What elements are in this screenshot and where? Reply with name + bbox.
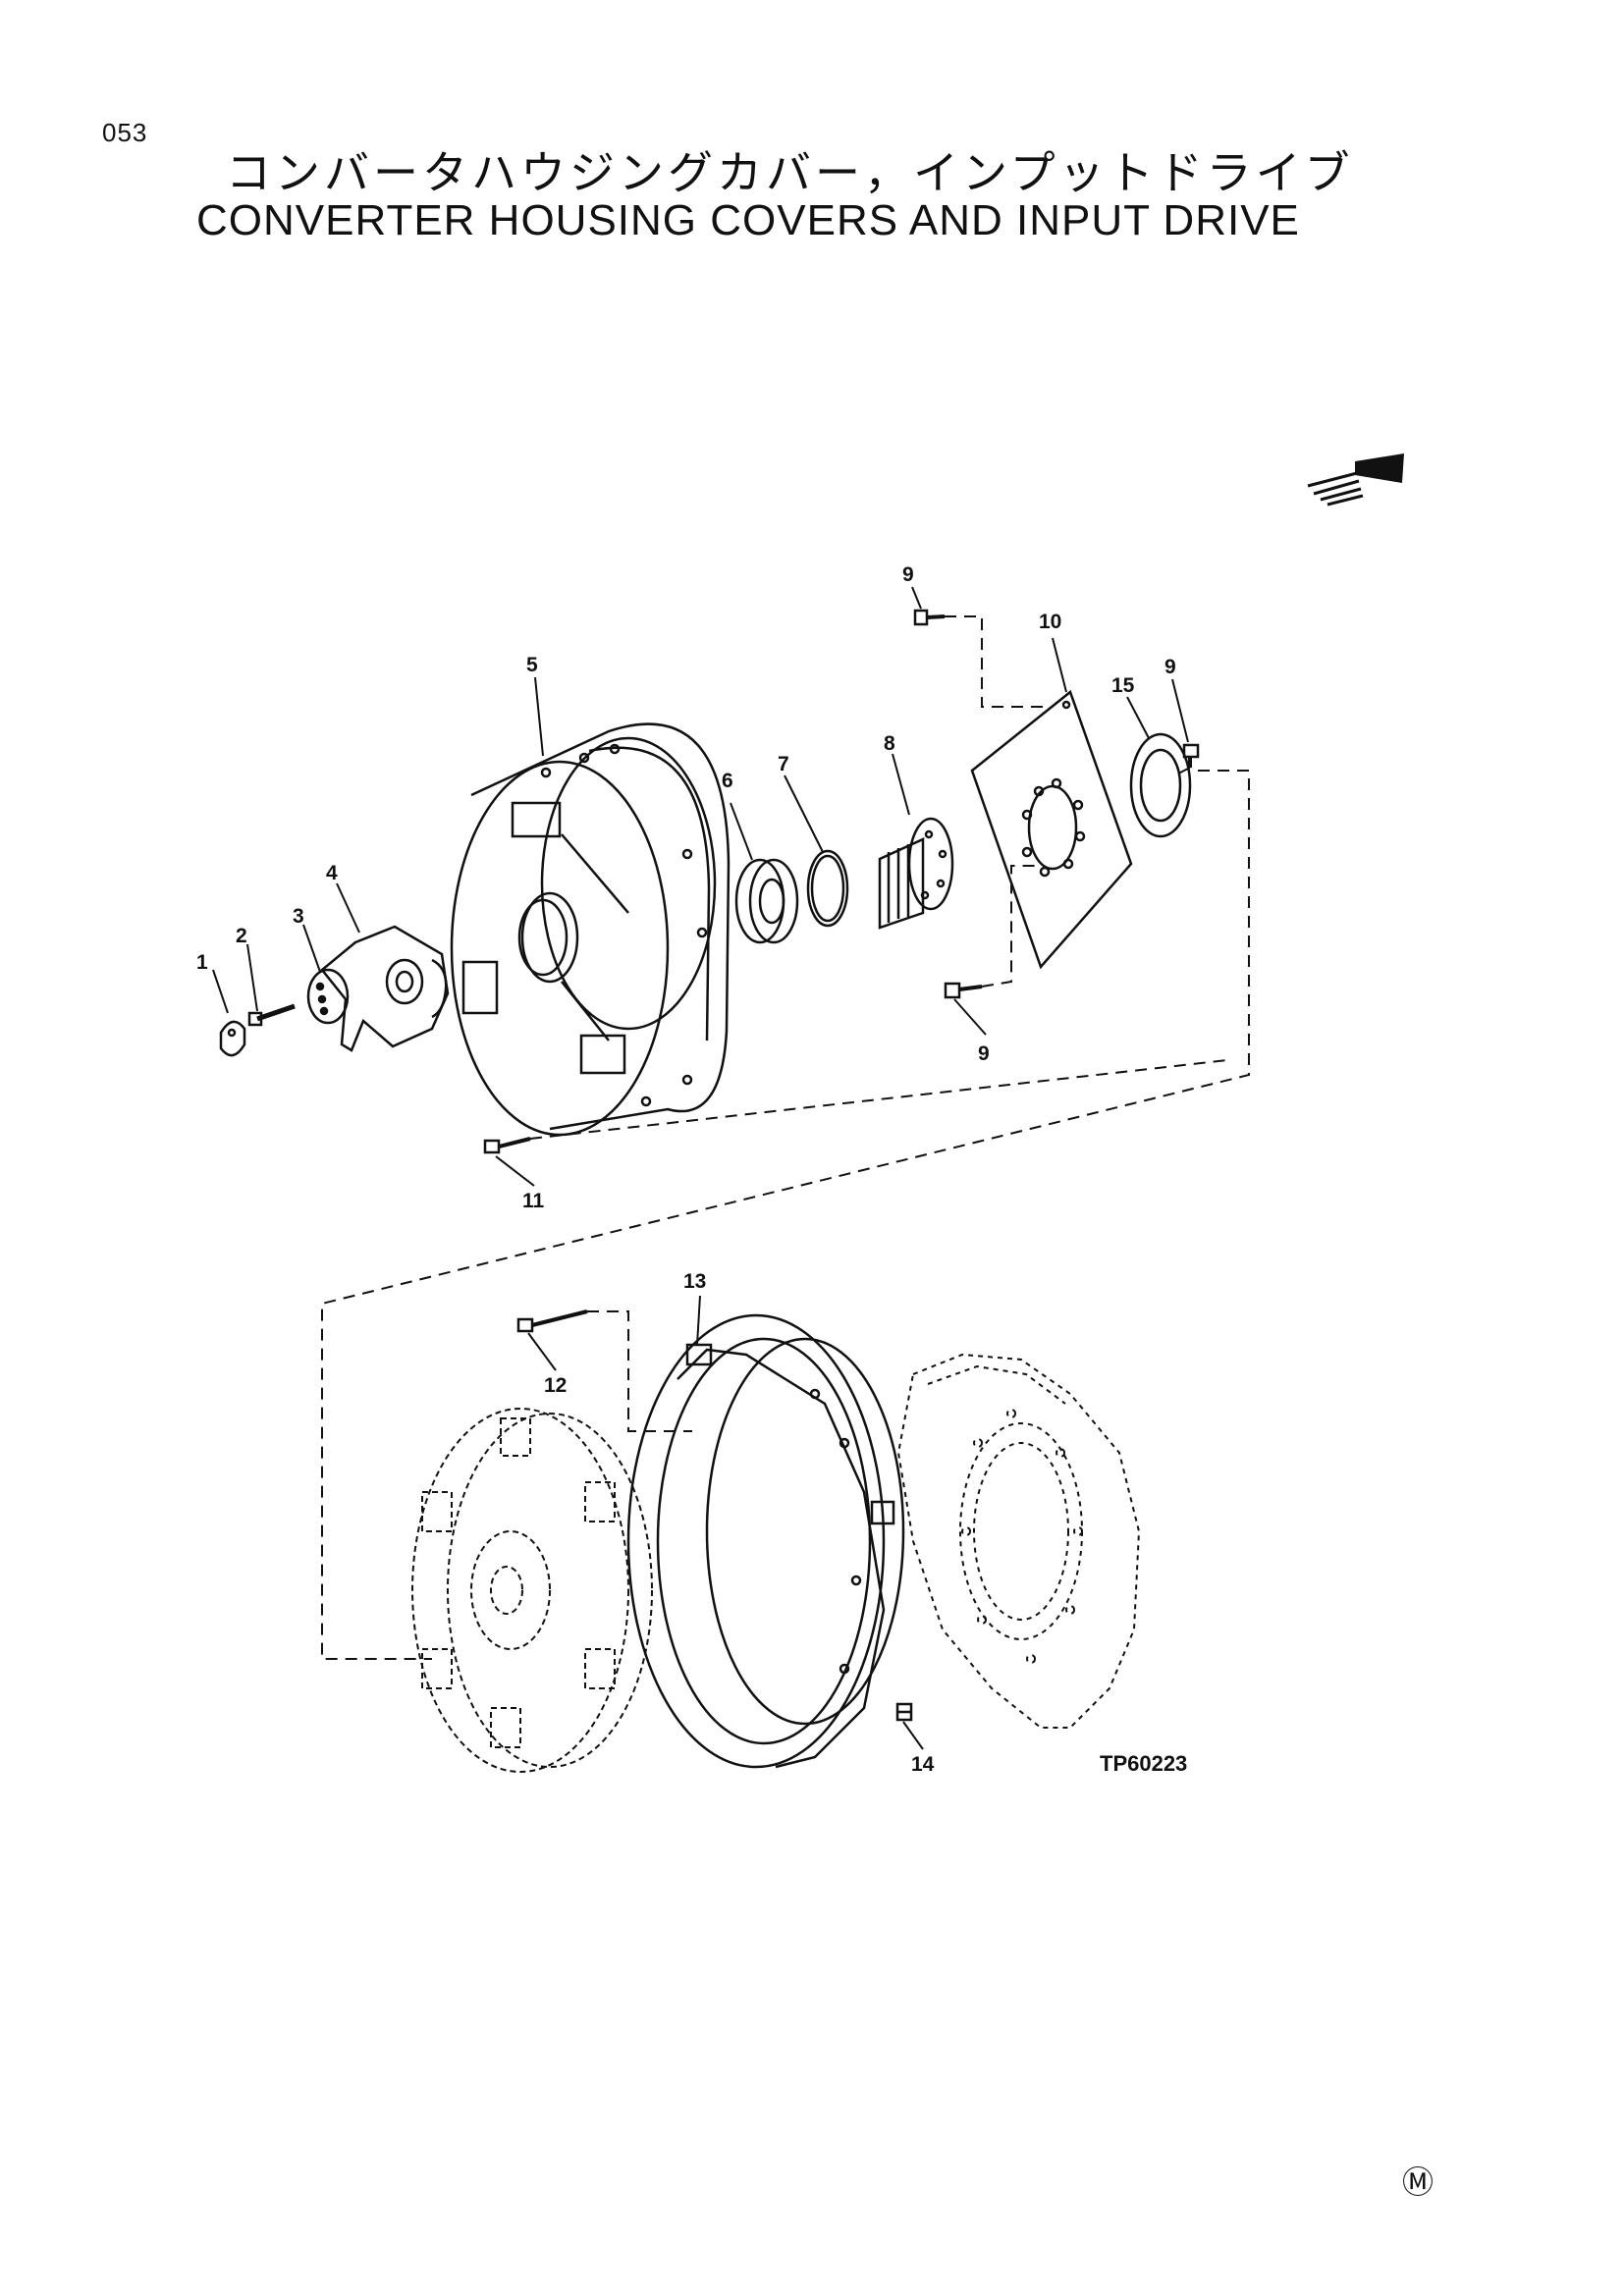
- callout-12: 12: [544, 1374, 567, 1397]
- part-1-lock-plate: [219, 1020, 246, 1057]
- callout-9-bottom: 9: [978, 1042, 990, 1065]
- part-6-bearing: [734, 858, 799, 944]
- part-2-cap-screw: [247, 1003, 296, 1027]
- callout-8: 8: [884, 732, 895, 755]
- callout-6: 6: [722, 770, 733, 792]
- callout-2: 2: [236, 925, 247, 947]
- callout-1: 1: [196, 951, 208, 974]
- part-4-yoke: [320, 925, 450, 1052]
- part-14-plug: [895, 1702, 913, 1722]
- callout-15: 15: [1111, 674, 1135, 697]
- callout-9-right: 9: [1164, 656, 1176, 678]
- page-title-japanese: コンバータハウジングカバー，インプットドライブ: [226, 146, 1354, 199]
- leader-lines: [212, 586, 1189, 1750]
- front-direction-arrow-icon: [1307, 454, 1404, 507]
- part-12-bolt: [516, 1309, 588, 1333]
- part-15-gasket: [1129, 732, 1192, 838]
- part-9-bolt-bottom: [944, 982, 983, 999]
- torque-converter-reference: [411, 1408, 653, 1773]
- part-10-cover-plate: [970, 689, 1133, 970]
- part-8-input-shaft: [878, 817, 954, 930]
- figure-id: TP60223: [1100, 1751, 1187, 1776]
- page-title-english: CONVERTER HOUSING COVERS AND INPUT DRIVE: [196, 196, 1300, 244]
- engine-flywheel-housing-reference: [896, 1353, 1141, 1729]
- assembly-lines: [321, 615, 1250, 1660]
- part-11-bolt: [483, 1137, 531, 1154]
- callout-3: 3: [293, 905, 304, 928]
- callout-labels: 1 2 3 4 5 6 7 8 9 9 9 10 11 12 13 14 15 …: [196, 563, 1187, 1776]
- callout-9-top: 9: [902, 563, 914, 586]
- callout-10: 10: [1039, 611, 1061, 633]
- callout-4: 4: [326, 862, 338, 884]
- callout-7: 7: [778, 753, 789, 775]
- part-13-converter-housing: [626, 1313, 905, 1769]
- part-9-bolt-right: [1182, 743, 1200, 768]
- page-number: 053: [102, 118, 148, 147]
- part-5-housing-cover: [450, 722, 731, 1137]
- callout-14: 14: [911, 1753, 935, 1776]
- m-mark-symbol: Ⓜ: [1402, 2163, 1435, 2201]
- callout-11: 11: [522, 1190, 545, 1212]
- callout-5: 5: [526, 654, 538, 676]
- callout-13: 13: [683, 1270, 706, 1293]
- part-9-bolt-top: [913, 609, 946, 626]
- part-3-retainer: [306, 968, 350, 1025]
- part-7-snap-ring: [806, 849, 849, 928]
